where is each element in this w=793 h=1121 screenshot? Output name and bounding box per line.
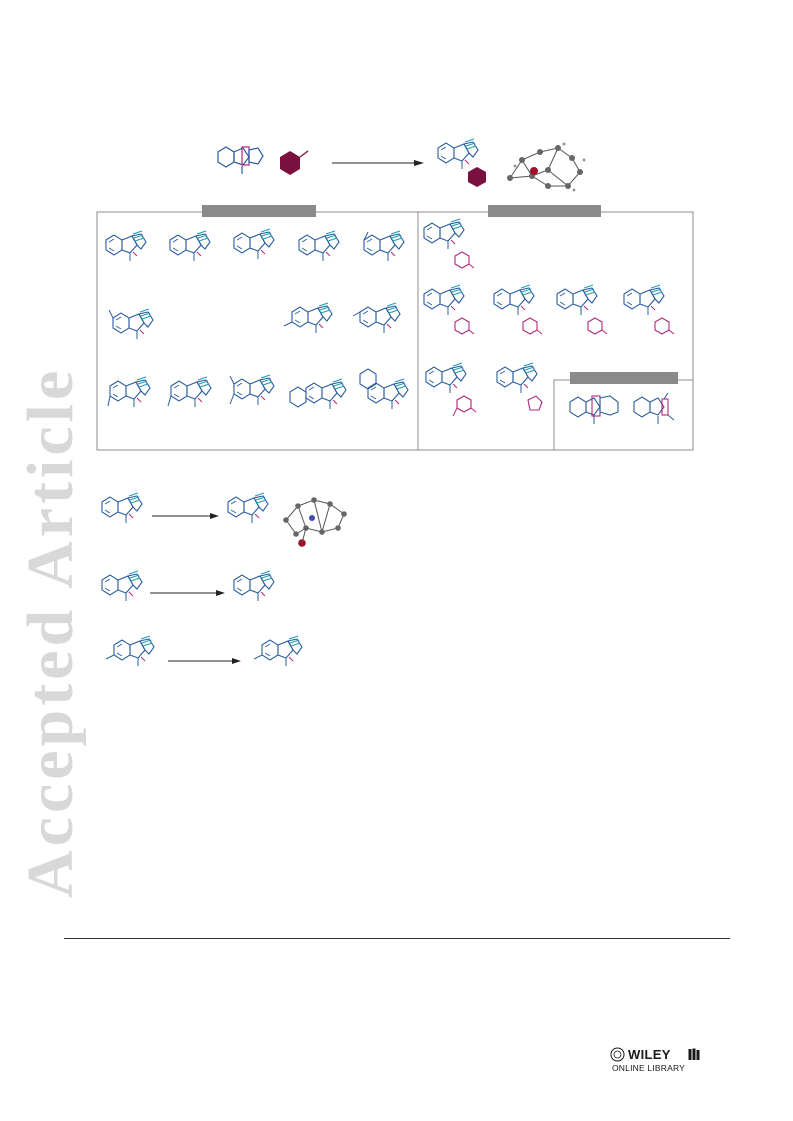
banner-right (488, 205, 601, 217)
derivatization-3 (105, 635, 303, 667)
top-reaction (217, 138, 586, 192)
accepted-article-watermark: Accepted Article (14, 367, 86, 898)
reaction-scheme (96, 138, 694, 667)
wiley-seal-icon (610, 1047, 625, 1062)
book-icon (688, 1048, 700, 1060)
wiley-online-library-logo[interactable]: WILEY ONLINE LIBRARY (610, 1047, 700, 1077)
derivatization-2 (101, 570, 275, 602)
publisher-brand: WILEY (628, 1047, 671, 1062)
derivatization-1 (101, 492, 347, 547)
banner-left (202, 205, 316, 217)
publisher-sub: ONLINE LIBRARY (612, 1063, 686, 1073)
footer-rule (64, 938, 730, 939)
watermark-text: Accepted Article (14, 367, 86, 898)
scope-left-structures (105, 228, 409, 410)
crystal-structure-lower (283, 497, 347, 547)
scope-frame (96, 211, 694, 451)
scope-right-structures (423, 218, 675, 417)
crystal-structure-top (507, 142, 586, 192)
banner-inset (570, 372, 678, 384)
scope-inset-structures (569, 392, 675, 424)
